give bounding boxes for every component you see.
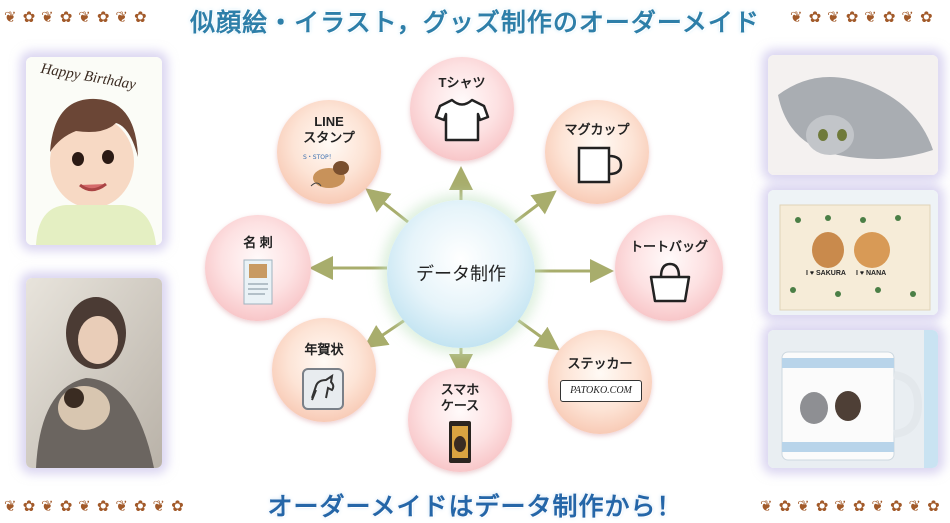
phone-case-label-line1: スマホ bbox=[440, 382, 480, 397]
sticker-label: ステッカー bbox=[567, 356, 633, 371]
sticker-sample-text: PATOKO.COM bbox=[570, 385, 632, 396]
mug-icon bbox=[577, 146, 623, 184]
new-year-card-label: 年賀状 bbox=[304, 342, 344, 357]
bag-name-nana: I ♥ NANA bbox=[856, 270, 887, 277]
phone-case-item[interactable]: スマホ ケース bbox=[408, 368, 512, 472]
line-stamp-label-line1: LINE bbox=[314, 114, 344, 129]
tshirt-label: Tシャツ bbox=[438, 75, 486, 90]
data-production-hub: データ制作 bbox=[387, 200, 535, 348]
tote-bag-item[interactable]: トートバッグ bbox=[615, 215, 723, 321]
tshirt-icon bbox=[434, 98, 490, 142]
bag-name-sakura: I ♥ SAKURA bbox=[806, 270, 846, 277]
line-stamp-item[interactable]: LINE スタンプ S・STOP！ bbox=[277, 100, 381, 204]
mug-label: マグカップ bbox=[564, 122, 630, 137]
tote-bag-label: トートバッグ bbox=[629, 239, 708, 254]
business-card-icon bbox=[243, 259, 273, 305]
footer-tagline: オーダーメイドはデータ制作から！ bbox=[267, 492, 683, 521]
phone-case-label-line2: ケース bbox=[440, 398, 480, 413]
business-card-item[interactable]: 名 刺 bbox=[205, 215, 311, 321]
horse-card-icon bbox=[302, 368, 344, 410]
ornament-top-right: ❦✿❦✿❦✿❦✿ bbox=[790, 8, 939, 26]
page-title: 似顔絵・イラスト，グッズ制作のオーダーメイド bbox=[190, 8, 760, 37]
cat-illustration bbox=[768, 55, 938, 175]
sticker-item[interactable]: ステッカー PATOKO.COM bbox=[548, 330, 652, 434]
birthday-portrait-illustration: Happy Birthday bbox=[26, 57, 162, 245]
dog-stamp-icon bbox=[310, 161, 349, 188]
tote-bag-icon bbox=[649, 262, 691, 303]
stamp-sample-text: S・STOP！ bbox=[303, 154, 335, 161]
ornament-top-left: ❦✿❦✿❦✿❦✿ bbox=[4, 8, 153, 26]
mug-item[interactable]: マグカップ bbox=[545, 100, 649, 204]
tshirt-item[interactable]: Tシャツ bbox=[410, 57, 514, 161]
data-production-label: データ制作 bbox=[416, 264, 506, 284]
tote-bag-product-photo: I ♥ SAKURA I ♥ NANA bbox=[768, 190, 938, 315]
girl-with-dog-portrait bbox=[26, 278, 162, 468]
business-card-label: 名 刺 bbox=[243, 235, 273, 250]
new-year-card-item[interactable]: 年賀状 bbox=[272, 318, 376, 422]
line-stamp-label-line2: スタンプ bbox=[303, 130, 355, 145]
ornament-bottom-right: ❦✿❦✿❦✿❦✿❦✿ bbox=[760, 497, 946, 515]
ornament-bottom-left: ❦✿❦✿❦✿❦✿❦✿ bbox=[4, 497, 190, 515]
sticker-sample-badge: PATOKO.COM bbox=[560, 380, 642, 402]
phone-case-icon bbox=[449, 421, 471, 463]
mug-product-photo bbox=[768, 330, 938, 468]
